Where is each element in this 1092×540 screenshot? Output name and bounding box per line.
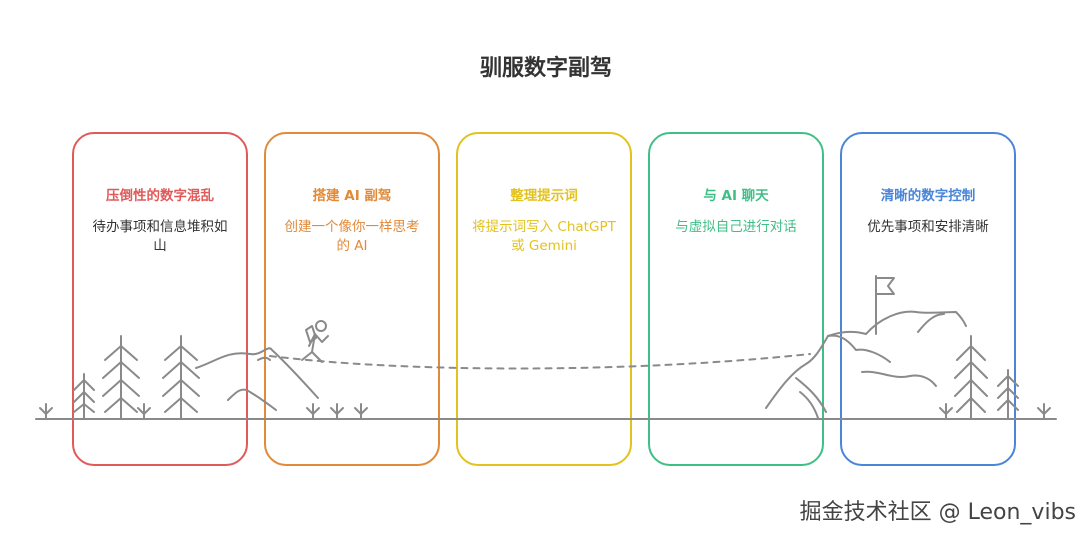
pine-tree-icon [997,369,1019,419]
stage-title: 整理提示词 [510,188,578,204]
diagram-title: 驯服数字副驾 [479,56,612,81]
grass-tuft-icon [306,403,320,419]
stage-card-3: 整理提示词 将提示词写入 ChatGPT 或 Gemini [456,132,632,466]
left-hill [227,388,277,411]
grass-tuft-icon [939,403,953,419]
watermark: 掘金技术社区 @ Leon_vibs [799,500,1076,525]
pine-tree-icon [954,335,988,419]
stage-title: 清晰的数字控制 [880,188,976,204]
grass-tuft-icon [354,403,368,419]
grass-tuft-icon [39,403,53,419]
stage-description: 创建一个像你一样思考的 AI [284,219,420,254]
mountain-peak-icon [765,310,967,419]
stage-description: 将提示词写入 ChatGPT 或 Gemini [472,219,616,254]
pine-tree-icon [73,373,95,419]
stage-description: 优先事项和安排清晰 [867,219,989,235]
stage-description: 与虚拟自己进行对话 [675,219,797,235]
stage-card-1: 压倒性的数字混乱 待办事项和信息堆积如山 [72,132,248,466]
journey-path [269,353,811,370]
stage-title: 搭建 AI 副驾 [312,188,392,204]
grass-tuft-icon [330,403,344,419]
grass-tuft-icon [1037,403,1051,419]
pine-tree-icon [162,335,200,419]
flag-icon [875,275,895,335]
stage-card-4: 与 AI 聊天 与虚拟自己进行对话 [648,132,824,466]
stage-card-2: 搭建 AI 副驾 创建一个像你一样思考的 AI [264,132,440,466]
pine-tree-icon [102,335,140,419]
left-hill [195,347,319,399]
grass-tuft-icon [137,403,151,419]
hiker-icon [301,320,329,363]
stage-card-5: 清晰的数字控制 优先事项和安排清晰 [840,132,1016,466]
stage-title: 压倒性的数字混乱 [106,188,214,204]
stage-title: 与 AI 聊天 [703,188,769,204]
stage-description: 待办事项和信息堆积如山 [92,219,228,254]
